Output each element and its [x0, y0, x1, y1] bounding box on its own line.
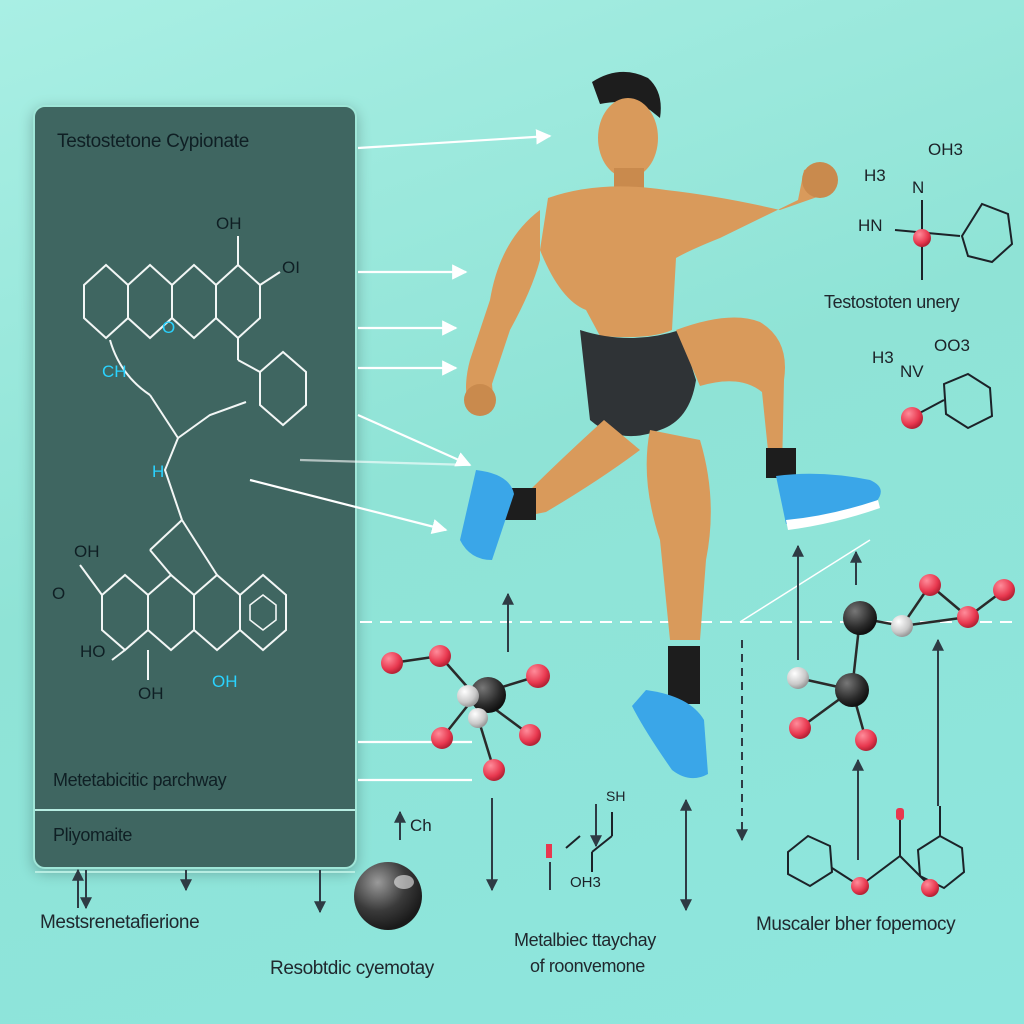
chem-label: HO [80, 642, 106, 661]
panel-title: Testostetone Cypionate [57, 131, 249, 152]
label-bottom-mid-2: of roonvemone [530, 956, 645, 976]
panel-sublabel: Pliyomaite [53, 825, 133, 845]
molecule-right [787, 574, 1015, 751]
chem-label: N [912, 178, 925, 197]
chem-label: OH [212, 672, 238, 691]
label-bottom-right: Muscaler bher fopemocy [756, 914, 956, 935]
vertical-arrows [72, 544, 944, 914]
structure-right-mid [901, 372, 994, 430]
pathway-arrows [249, 129, 552, 782]
chem-label: OH [138, 684, 164, 703]
chem-label: NV [900, 362, 924, 381]
chem-label: H3 [872, 348, 894, 367]
ball-icon [354, 862, 422, 930]
panel-divider [35, 871, 355, 873]
chem-label: O [162, 318, 176, 337]
chem-label: OH [74, 542, 100, 561]
label-bottom-ball: Resobtdic cyemotay [270, 958, 434, 979]
pathway-label: Metetabicitic parchway [53, 770, 227, 790]
pathway-panel: Testostetone Cypionate Metetabicitic par… [33, 105, 357, 873]
chem-label: OI [282, 258, 300, 277]
athlete-figure [460, 71, 881, 779]
diagonal-line [739, 539, 871, 623]
steroid-structure-lower [79, 519, 287, 680]
chem-label: OH3 [570, 874, 601, 891]
chem-label: O [52, 584, 66, 603]
steroid-structure-upper [83, 236, 307, 551]
chem-label: OH [216, 214, 242, 233]
structure-bottom-right [787, 806, 966, 897]
structure-right-top [894, 200, 1014, 280]
chem-label: HN [858, 216, 883, 235]
chem-label: OO3 [934, 336, 970, 355]
label-bottom-mid-1: Metalbiec ttaychay [514, 930, 656, 950]
chem-label: SH [606, 788, 626, 804]
chem-label: OH3 [928, 140, 963, 159]
chem-label: CH [102, 362, 127, 381]
sh-structure [546, 812, 613, 872]
label-right-top: Testostoten unery [824, 292, 960, 312]
chem-label: Ch [410, 816, 432, 835]
chem-label: H3 [864, 166, 886, 185]
label-bottom-left: Mestsrenetafierione [40, 912, 200, 933]
chem-label: H [152, 462, 165, 481]
panel-divider [35, 809, 355, 811]
molecule-center [381, 645, 550, 781]
